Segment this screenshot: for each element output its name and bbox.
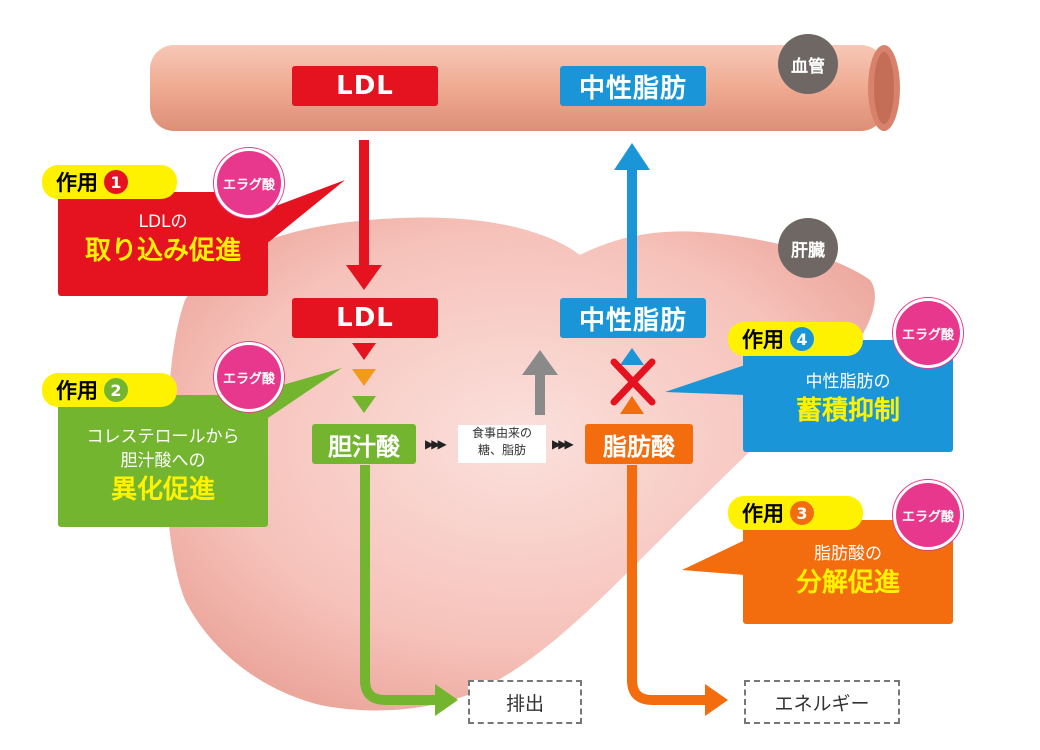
ellagic-acid-badge-2: エラグ酸 bbox=[214, 342, 284, 412]
callout-1-tail bbox=[265, 180, 345, 245]
callout-2: コレステロールから 胆汁酸への 異化促進 bbox=[58, 395, 268, 527]
action-4-tag: 作用 4 bbox=[728, 322, 863, 356]
action-2-number: 2 bbox=[104, 378, 128, 402]
callout-4-tail bbox=[665, 365, 745, 395]
chevron-right-icon: ▶▶▶ bbox=[425, 437, 447, 451]
action-2-tag: 作用 2 bbox=[42, 373, 177, 407]
triglyceride-release-arrow bbox=[614, 143, 650, 300]
callout-4-line1: 中性脂肪の bbox=[805, 372, 891, 392]
vessel-ldl-box: LDL bbox=[292, 66, 438, 106]
dietary-up-arrow bbox=[522, 350, 558, 415]
callout-1-line2: 取り込み促進 bbox=[84, 236, 241, 266]
vessel-triglyceride-box: 中性脂肪 bbox=[560, 66, 706, 106]
excretion-box: 排出 bbox=[468, 680, 582, 724]
fatty-acid-box: 脂肪酸 bbox=[585, 424, 693, 464]
callout-1: LDLの 取り込み促進 bbox=[58, 192, 268, 296]
action-3-tag: 作用 3 bbox=[728, 496, 863, 530]
callout-2-line2: 異化促進 bbox=[110, 475, 215, 505]
dietary-source-label: 食事由来の 糖、脂肪 bbox=[458, 425, 546, 463]
bile-acid-box: 胆汁酸 bbox=[312, 424, 416, 464]
ellagic-acid-badge-4: エラグ酸 bbox=[893, 298, 963, 368]
callout-4-line2: 蓄積抑制 bbox=[795, 396, 900, 426]
ellagic-acid-badge-3: エラグ酸 bbox=[893, 480, 963, 550]
liver-triglyceride-box: 中性脂肪 bbox=[560, 298, 706, 338]
callout-3-tail bbox=[682, 540, 745, 575]
action-1-tag: 作用 1 bbox=[42, 165, 177, 199]
block-x-icon bbox=[610, 358, 656, 406]
excretion-arrow bbox=[360, 465, 458, 716]
chevron-right-icon: ▶▶▶ bbox=[552, 437, 574, 451]
callout-2-line1b: 胆汁酸への bbox=[120, 451, 206, 471]
dietary-line-1: 食事由来の bbox=[471, 426, 532, 440]
action-3-number: 3 bbox=[790, 501, 814, 525]
action-1-tag-label: 作用 bbox=[56, 171, 98, 195]
energy-box: エネルギー bbox=[744, 680, 900, 724]
action-3-tag-label: 作用 bbox=[742, 502, 784, 526]
action-1-number: 1 bbox=[104, 170, 128, 194]
ldl-uptake-arrow bbox=[346, 140, 382, 290]
action-4-tag-label: 作用 bbox=[742, 328, 784, 352]
dietary-line-2: 糖、脂肪 bbox=[477, 443, 526, 457]
callout-3-line1: 脂肪酸の bbox=[814, 544, 882, 564]
callout-1-line1: LDLの bbox=[138, 212, 188, 232]
callout-2-line1: コレステロールから bbox=[86, 427, 240, 447]
liver-label: 肝臓 bbox=[778, 218, 838, 278]
callout-2-tail bbox=[265, 368, 342, 420]
callout-4: 中性脂肪の 蓄積抑制 bbox=[743, 340, 953, 452]
liver-shape bbox=[165, 217, 875, 711]
action-2-tag-label: 作用 bbox=[56, 379, 98, 403]
callout-3-line2: 分解促進 bbox=[795, 568, 900, 598]
action-4-number: 4 bbox=[790, 327, 814, 351]
blood-vessel-label: 血管 bbox=[778, 34, 838, 94]
ellagic-acid-badge-1: エラグ酸 bbox=[214, 148, 284, 218]
energy-arrow bbox=[627, 465, 728, 716]
liver-ldl-box: LDL bbox=[292, 298, 438, 338]
